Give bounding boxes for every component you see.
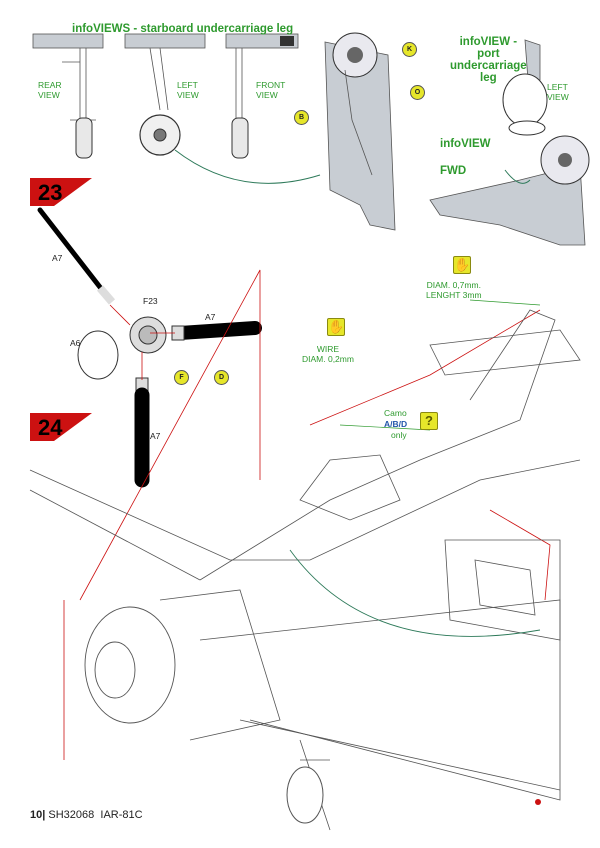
fwd-label: FWD bbox=[440, 165, 467, 177]
part-f23: F23 bbox=[143, 296, 158, 306]
wire-note: WIRE DIAM. 0,2mm bbox=[302, 344, 354, 364]
callout-d: D bbox=[214, 370, 229, 385]
rear-view-drawing bbox=[32, 33, 104, 159]
callout-k: K bbox=[402, 42, 417, 57]
hand-icon-wire: ✋ bbox=[327, 318, 345, 336]
starboard-leg-detail bbox=[324, 32, 396, 231]
callout-b-marker: B bbox=[294, 110, 309, 125]
step-23-number: 23 bbox=[38, 180, 63, 205]
step-24-badge: 24 bbox=[30, 413, 92, 441]
kit-code: SH32068 bbox=[48, 809, 95, 821]
front-view-drawing bbox=[225, 33, 299, 159]
propeller-drawing bbox=[37, 207, 262, 488]
step-23-badge: 23 bbox=[30, 178, 92, 206]
callout-o: O bbox=[410, 85, 425, 100]
camo-note-line2: A/B/D bbox=[384, 419, 408, 429]
camo-note-line3: only bbox=[391, 430, 407, 440]
callout-d-marker: D bbox=[214, 370, 229, 385]
callout-f-marker: F bbox=[174, 370, 189, 385]
infoviews-title: infoVIEWS - starboard undercarriage leg bbox=[72, 23, 294, 35]
front-view-label: FRONT VIEW bbox=[256, 80, 286, 100]
infoview-label: infoVIEW bbox=[440, 138, 491, 150]
step-24-number: 24 bbox=[38, 415, 63, 440]
part-a6: A6 bbox=[70, 338, 81, 348]
page-footer: 10| SH32068 IAR-81C bbox=[30, 809, 143, 821]
part-a7-right: A7 bbox=[205, 312, 216, 322]
left-view-drawing bbox=[124, 33, 206, 156]
arrow-curve bbox=[174, 149, 321, 184]
left-view-label: LEFT VIEW bbox=[177, 80, 199, 100]
rear-view-label: REAR VIEW bbox=[38, 80, 62, 100]
part-a7-bottom: A7 bbox=[150, 431, 161, 441]
model-name: IAR-81C bbox=[100, 809, 143, 821]
camo-note-line1: Camo bbox=[384, 408, 407, 418]
diam-note: DIAM. 0,7mm. LENGHT 3mm bbox=[426, 280, 482, 300]
page-number: 10| bbox=[30, 809, 46, 821]
part-a7-top: A7 bbox=[52, 253, 63, 263]
port-left-view-label: LEFT VIEW bbox=[547, 82, 569, 102]
callout-f: F bbox=[174, 370, 189, 385]
port-leg-title: infoVIEW - port undercarriage leg bbox=[450, 36, 527, 84]
port-leg-detail bbox=[429, 39, 590, 246]
callout-k-marker: K bbox=[402, 42, 417, 57]
callout-b: B bbox=[294, 110, 309, 125]
hand-icon-diam: ✋ bbox=[453, 256, 471, 274]
callout-o-marker: O bbox=[410, 85, 425, 100]
question-icon: ? bbox=[420, 412, 438, 430]
aircraft-drawing bbox=[29, 309, 581, 831]
